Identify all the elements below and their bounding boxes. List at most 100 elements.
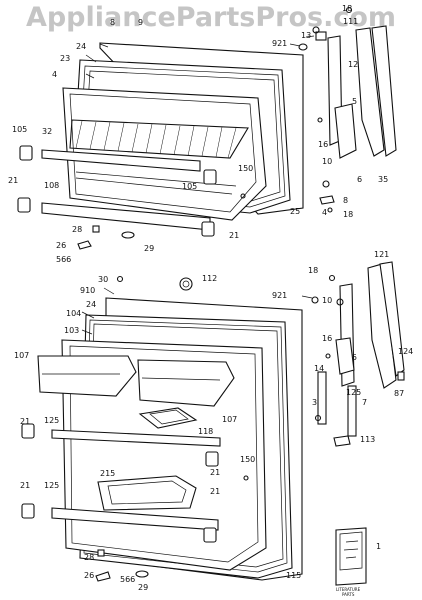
freezer-door-assembly	[17, 6, 397, 250]
callout-115: 115	[286, 571, 301, 580]
callout-111: 111	[343, 17, 358, 26]
part-10-bottom	[336, 298, 344, 306]
hinge-arm-35-top	[371, 25, 397, 157]
callout-105-left: 105	[12, 125, 27, 134]
callout-24-bottom: 24	[86, 300, 96, 309]
callout-18-bottom: 18	[308, 266, 318, 275]
hinge-arm-7	[379, 261, 405, 377]
fresh-food-support-upper-right	[205, 451, 219, 467]
part-8-top	[319, 195, 335, 205]
egg-tray	[138, 407, 198, 429]
callout-566-top: 566	[56, 255, 71, 264]
callout-21-top-right: 21	[229, 231, 239, 240]
part-28-top	[92, 225, 100, 233]
hinge-5-bottom	[335, 337, 355, 375]
callout-10-bottom: 10	[322, 296, 332, 305]
callout-28-top: 28	[72, 225, 82, 234]
part-29-top	[121, 231, 135, 239]
callout-16-top: 16	[318, 140, 328, 149]
callout-25: 25	[290, 207, 300, 216]
callout-32: 32	[42, 127, 52, 136]
hinge-arm-6-top	[355, 27, 385, 157]
screw-18-top	[345, 6, 353, 14]
fresh-food-door-assembly	[21, 261, 405, 586]
callout-1: 1	[376, 542, 381, 551]
fresh-food-support-lower-left	[21, 503, 35, 519]
callout-30: 30	[98, 275, 108, 284]
part-29-bottom	[135, 570, 149, 578]
callout-6: 6	[357, 175, 362, 184]
callout-112: 112	[202, 274, 217, 283]
callout-5-bottom: 5	[352, 353, 357, 362]
part-26-bottom	[95, 571, 111, 582]
door-shelf-bar-upper	[51, 429, 221, 447]
door-shelf-bar-lower	[51, 507, 219, 531]
callout-125-bottom: 125	[44, 481, 59, 490]
fresh-food-support-upper-left	[21, 423, 35, 439]
callout-21-mid-left: 21	[20, 417, 30, 426]
part-113	[333, 435, 351, 447]
callout-35: 35	[378, 175, 388, 184]
part-13	[315, 31, 327, 41]
callout-215: 215	[100, 469, 115, 478]
freezer-shelf-bar	[41, 149, 201, 172]
part-125-bar	[347, 385, 357, 437]
callout-10-top: 10	[322, 157, 332, 166]
callout-105-right: 105	[182, 182, 197, 191]
screw-18-bottom	[328, 274, 336, 282]
callout-8: 8	[343, 196, 348, 205]
callout-150-top: 150	[238, 164, 253, 173]
callout-118: 118	[198, 427, 213, 436]
hinge-5-top	[334, 103, 357, 159]
callout-7: 7	[362, 398, 367, 407]
callout-29-top: 29	[144, 244, 154, 253]
callout-21-bottom-left: 21	[20, 481, 30, 490]
callout-3: 3	[312, 398, 317, 407]
screw-30	[116, 275, 124, 283]
callout-108: 108	[44, 181, 59, 190]
dairy-door-right	[137, 359, 235, 407]
callout-150-bottom: 150	[240, 455, 255, 464]
callout-16-bottom: 16	[322, 334, 332, 343]
part-3	[314, 414, 322, 422]
callout-107-left: 107	[14, 351, 29, 360]
dairy-door-left	[37, 355, 137, 397]
callout-12: 12	[348, 60, 358, 69]
callout-28-bottom: 28	[84, 553, 94, 562]
part-10-top	[322, 180, 330, 188]
part-28-bottom	[97, 549, 105, 557]
callout-121: 121	[374, 250, 389, 259]
callout-87: 87	[394, 389, 404, 398]
freezer-wire-shelf	[69, 119, 249, 159]
plug-112	[179, 277, 193, 291]
callout-107-right: 107	[222, 415, 237, 424]
freezer-shelf-support-left	[19, 145, 33, 161]
callout-4-small: 4	[322, 208, 327, 217]
callout-14: 14	[314, 364, 324, 373]
callout-910: 910	[80, 286, 95, 295]
freezer-shelf-support-right	[203, 169, 217, 185]
part-26-top	[77, 240, 92, 250]
callout-18-mid: 18	[343, 210, 353, 219]
callout-124: 124	[398, 347, 413, 356]
callout-9-top: 9	[138, 18, 143, 27]
callout-4-top: 4	[52, 70, 57, 79]
literature-label-line1: LITERATURE	[336, 587, 361, 592]
callout-921-top: 921	[272, 39, 287, 48]
callout-5-top: 5	[352, 97, 357, 106]
literature-parts-booklet	[335, 527, 367, 586]
watermark: AppliancePartsPros.com	[25, 2, 397, 33]
callout-113: 113	[360, 435, 375, 444]
part-921-top	[298, 43, 308, 51]
callout-566-bottom: 566	[120, 575, 135, 584]
callout-921-bottom: 921	[272, 291, 287, 300]
freezer-shelf-support-lower-right	[201, 221, 215, 237]
callout-21-top-left: 21	[8, 176, 18, 185]
callout-labels: 18 111 8 9 13 24 921 23 12 4 5 105 32 16…	[8, 4, 413, 597]
part-87	[397, 371, 405, 381]
part-14	[317, 371, 327, 425]
callout-21-mid-right: 21	[210, 468, 220, 477]
callout-24-top: 24	[76, 42, 86, 51]
callout-26-top: 26	[56, 241, 66, 250]
